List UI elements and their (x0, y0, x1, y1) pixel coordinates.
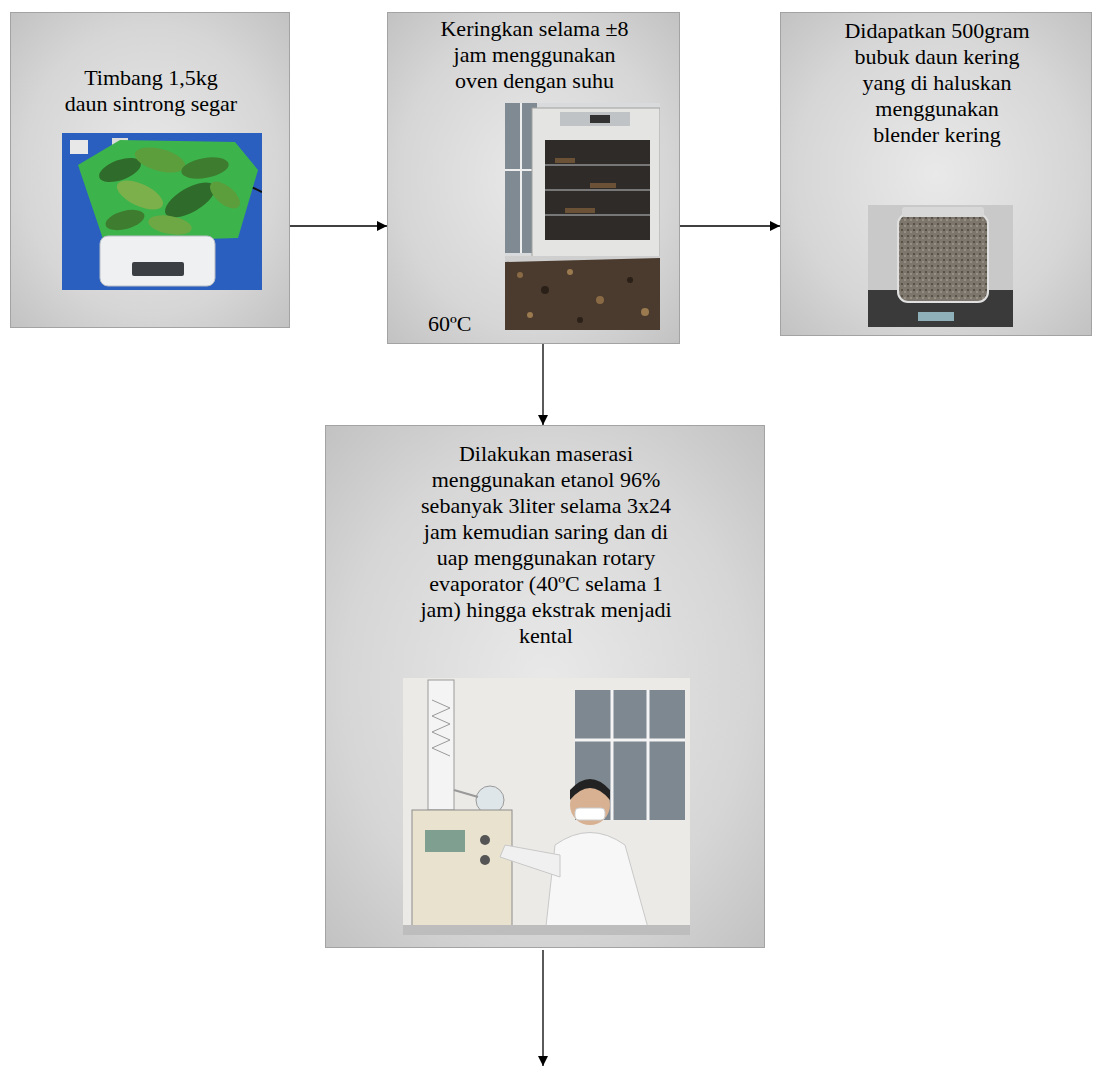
oven-photo (590, 115, 610, 123)
rotary-evaporator-photo (570, 779, 610, 800)
rotary-evaporator-photo (545, 833, 650, 936)
oven-photo (590, 183, 616, 188)
powder-jar-photo (868, 205, 1013, 327)
flow-arrow (290, 225, 387, 226)
leaves-on-scale-photo (205, 177, 244, 214)
leaves-on-scale-photo (132, 143, 188, 178)
oven-photo (505, 103, 537, 253)
oven-photo (527, 312, 533, 318)
leaves-on-scale-photo (120, 150, 262, 192)
oven-photo (560, 112, 630, 126)
leaves-on-scale-photo (62, 133, 262, 290)
oven-photo (567, 269, 573, 275)
rotary-evaporator-photo (480, 835, 490, 845)
rotary-evaporator-photo (432, 700, 450, 756)
oven-photo (641, 308, 649, 316)
oven-photo (545, 214, 650, 216)
oven-photo (520, 103, 522, 253)
process-box: Dilakukan maserasi menggunakan etanol 96… (325, 425, 765, 948)
leaves-on-scale-photo (78, 140, 258, 242)
rotary-evaporator-photo (454, 790, 478, 797)
rotary-evaporator-photo (476, 786, 504, 814)
oven-photo (577, 317, 583, 323)
oven-photo (545, 164, 650, 166)
rotary-evaporator-photo (403, 678, 690, 935)
oven-photo (505, 256, 660, 262)
oven-photo (596, 296, 604, 304)
oven-photo (505, 103, 660, 330)
oven-photo (627, 277, 633, 283)
step-text: 60ºC (428, 311, 500, 337)
leaves-on-scale-photo (132, 262, 184, 276)
rotary-evaporator-photo (647, 690, 650, 820)
leaves-on-scale-photo (112, 138, 128, 150)
flow-arrow (680, 225, 780, 226)
oven-photo (517, 272, 523, 278)
leaves-on-scale-photo (180, 154, 231, 182)
leaves-on-scale-photo (96, 153, 144, 187)
flow-arrow (542, 344, 543, 425)
oven-photo (532, 108, 660, 258)
oven-photo (505, 258, 660, 330)
leaves-on-scale-photo (113, 174, 168, 215)
rotary-evaporator-photo (425, 830, 465, 852)
oven-photo (541, 286, 549, 294)
leaves-on-scale-photo (100, 236, 215, 286)
oven-photo (555, 158, 575, 163)
step-text: Timbang 1,5kg daun sintrong segar (62, 65, 240, 117)
oven-photo (545, 189, 650, 191)
process-box: Didapatkan 500gram bubuk daun kering yan… (780, 12, 1092, 336)
step-text: Keringkan selama ±8 jam menggunakan oven… (432, 16, 637, 94)
leaves-on-scale-photo (62, 133, 262, 290)
rotary-evaporator-photo (403, 678, 690, 935)
step-text: Didapatkan 500gram bubuk daun kering yan… (842, 18, 1032, 148)
step-text: Dilakukan maserasi menggunakan etanol 96… (413, 441, 679, 649)
rotary-evaporator-photo (403, 925, 690, 935)
rotary-evaporator-photo (570, 785, 610, 825)
powder-jar-photo (898, 214, 988, 302)
rotary-evaporator-photo (575, 739, 685, 742)
leaves-on-scale-photo (103, 206, 146, 234)
rotary-evaporator-photo (500, 845, 560, 877)
oven-photo (505, 169, 537, 171)
oven-photo (545, 140, 650, 240)
process-box: Keringkan selama ±8 jam menggunakan oven… (387, 12, 680, 344)
process-box: Timbang 1,5kg daun sintrong segar (10, 12, 290, 328)
rotary-evaporator-photo (428, 680, 454, 810)
leaves-on-scale-photo (160, 176, 220, 225)
powder-jar-photo (868, 205, 1013, 327)
leaves-on-scale-photo (70, 140, 88, 154)
flow-arrow-out (542, 950, 543, 1066)
leaves-on-scale-photo (147, 212, 193, 237)
powder-jar-photo (902, 207, 984, 217)
oven-photo (565, 208, 595, 213)
rotary-evaporator-photo (575, 808, 605, 820)
oven-photo (505, 103, 660, 330)
powder-jar-photo (868, 290, 1013, 327)
rotary-evaporator-photo (611, 690, 614, 820)
rotary-evaporator-photo (575, 690, 685, 820)
rotary-evaporator-photo (412, 810, 512, 935)
rotary-evaporator-photo (480, 855, 490, 865)
powder-jar-photo (918, 312, 954, 321)
